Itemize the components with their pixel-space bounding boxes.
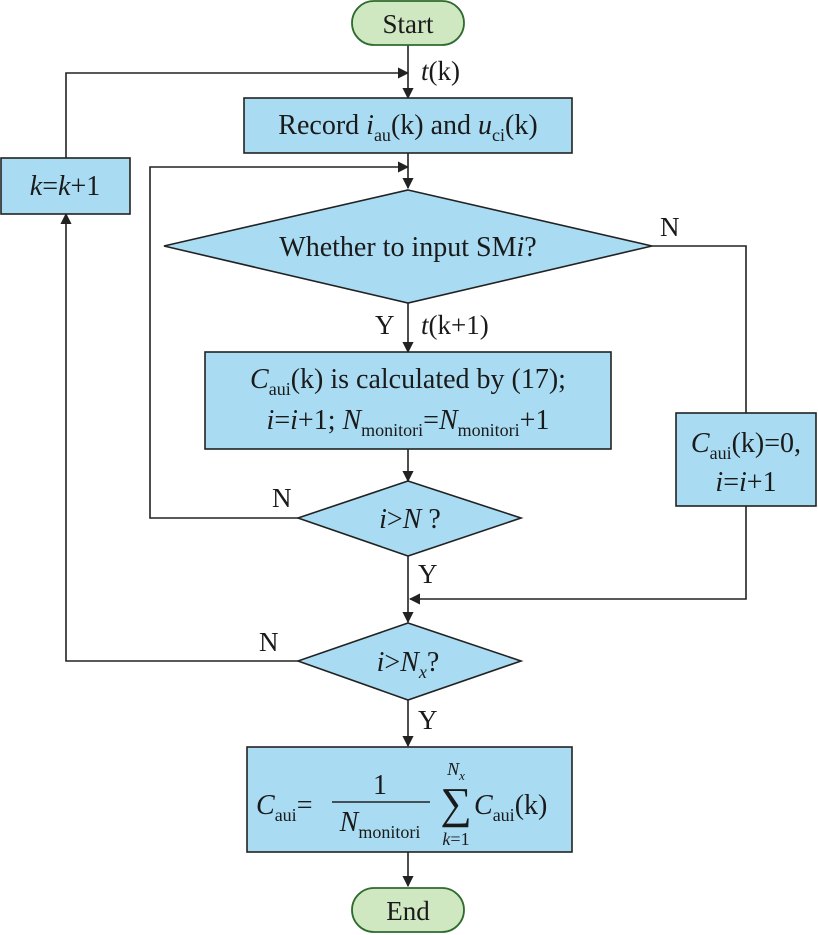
decision-nx: i>Nx? [295,622,524,701]
edge-label-tk: t(k) [421,56,460,86]
end-terminal: End [351,887,465,933]
start-label: Start [383,9,434,39]
edge-label-tk1: t(k+1) [421,310,489,340]
calc-line1: Caui(k) is calculated by (17); [250,364,566,399]
edge-loop-n [149,161,410,519]
edge-label-y2: Y [418,559,438,589]
edge-nx-no [60,212,298,662]
decision-nx-label: i>Nx? [377,647,440,682]
zero-line1: Caui(k)=0, [691,428,801,463]
final-lhs: Caui= [256,790,312,825]
decision-input-label: Whether to input SMi? [279,232,536,263]
final-sum-bottom: k=1 [442,829,469,849]
increment-label: k=k+1 [30,171,100,202]
final-sum-sign: ∑ [440,779,471,828]
decision-n: i>N ? [295,480,524,557]
final-rhs: Caui(k) [474,790,547,825]
edge-label-y1: Y [375,310,395,340]
record-box: Record iau(k) and uci(k) [243,97,573,154]
edge-label-n3: N [259,627,279,657]
edge-decision-no [652,245,747,413]
decision-n-label: i>N ? [379,504,441,535]
edge-label-n1: N [660,212,680,242]
edge-label-y3: Y [418,705,438,735]
edge-label-n2: N [272,483,292,513]
increment-box: k=k+1 [0,157,131,215]
zero-line2: i=i+1 [715,467,776,498]
final-denominator: Nmonitori [339,807,421,842]
connectors [60,45,747,888]
calc-line2: i=i+1; Nmonitori=Nmonitori+1 [267,405,550,440]
decision-input: Whether to input SMi? [163,189,653,304]
final-sum-top: Nx [446,759,465,783]
record-label: Record iau(k) and uci(k) [278,110,537,145]
edge-increment-back [65,67,410,158]
final-numerator: 1 [373,770,387,801]
zero-box: Caui(k)=0, i=i+1 [675,412,817,507]
final-box: Caui= 1 Nmonitori Nx ∑ k=1 Caui(k) [246,746,573,853]
end-label: End [386,896,430,926]
edge-zero-merge [408,506,747,605]
start-terminal: Start [351,0,465,46]
calc-box: Caui(k) is calculated by (17); i=i+1; Nm… [204,351,612,450]
